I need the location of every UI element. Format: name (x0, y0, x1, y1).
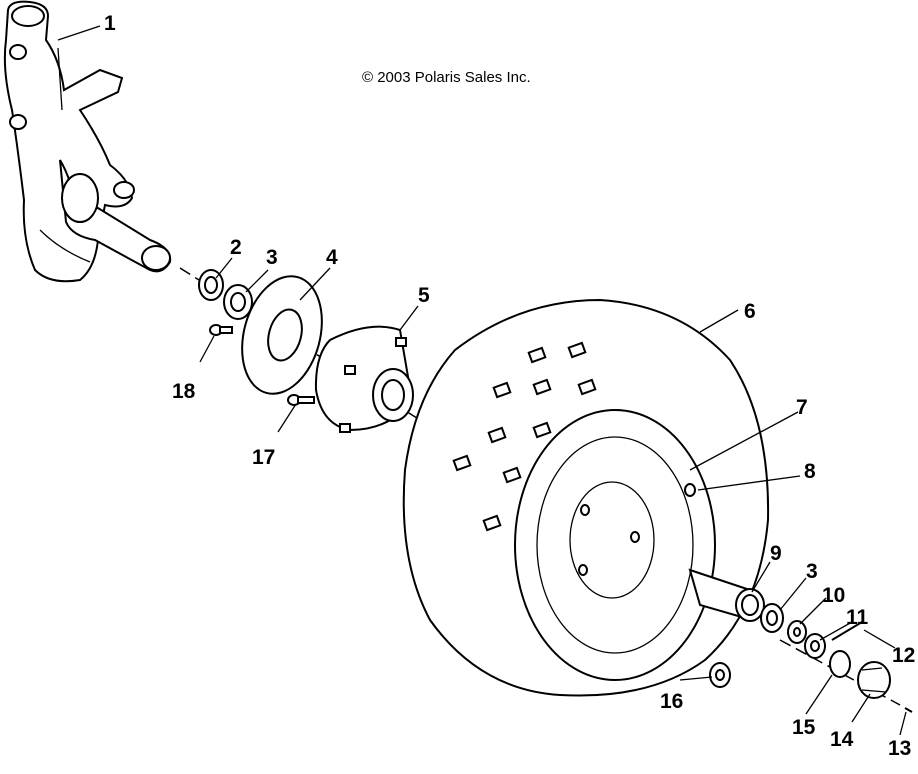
part-15-o-ring (829, 650, 851, 678)
part-6-tire (402, 298, 770, 697)
part-16-lug-nut (709, 662, 731, 688)
lug-hole (630, 531, 640, 543)
part-5-hub (314, 325, 414, 433)
part-3-bearing-inner (223, 284, 253, 320)
callout-6: 6 (744, 300, 756, 323)
callout-12: 12 (892, 644, 915, 667)
part-18-bolt (209, 324, 233, 336)
callout-10: 10 (822, 584, 845, 607)
part-13-screw (904, 707, 913, 713)
leader-lines (57, 25, 907, 736)
steering-knuckle (3, 0, 172, 283)
callout-7: 7 (796, 396, 808, 419)
callout-16: 16 (660, 690, 683, 713)
callout-15: 15 (792, 716, 816, 739)
part-4-brake-disc (241, 275, 323, 395)
callout-3-outer: 3 (806, 560, 818, 583)
callout-8: 8 (804, 460, 816, 483)
part-17-bolt (287, 394, 315, 406)
callout-1: 1 (104, 12, 116, 35)
callout-2: 2 (230, 236, 242, 259)
callout-14: 14 (830, 728, 854, 751)
callout-18: 18 (172, 380, 196, 403)
part-11-nut (804, 633, 826, 659)
lug-hole (578, 564, 588, 576)
part-14-hub-cap (857, 661, 891, 699)
callout-17: 17 (252, 446, 275, 469)
part-10-washer (787, 620, 807, 644)
part-3-bearing-outer (760, 603, 784, 633)
part-8-valve (684, 483, 696, 497)
lug-hole (580, 504, 590, 516)
copyright-text: © 2003 Polaris Sales Inc. (362, 69, 531, 86)
callout-11: 11 (846, 606, 869, 629)
callout-9: 9 (770, 542, 782, 565)
callout-13: 13 (888, 737, 911, 760)
part-12-cotter-pin (831, 621, 863, 641)
part-9-spacer (688, 568, 765, 622)
callout-4: 4 (326, 246, 338, 269)
tire-treads (452, 341, 597, 532)
part-2-seal (198, 269, 224, 301)
callout-3-inner: 3 (266, 246, 278, 269)
callout-5: 5 (418, 284, 430, 307)
